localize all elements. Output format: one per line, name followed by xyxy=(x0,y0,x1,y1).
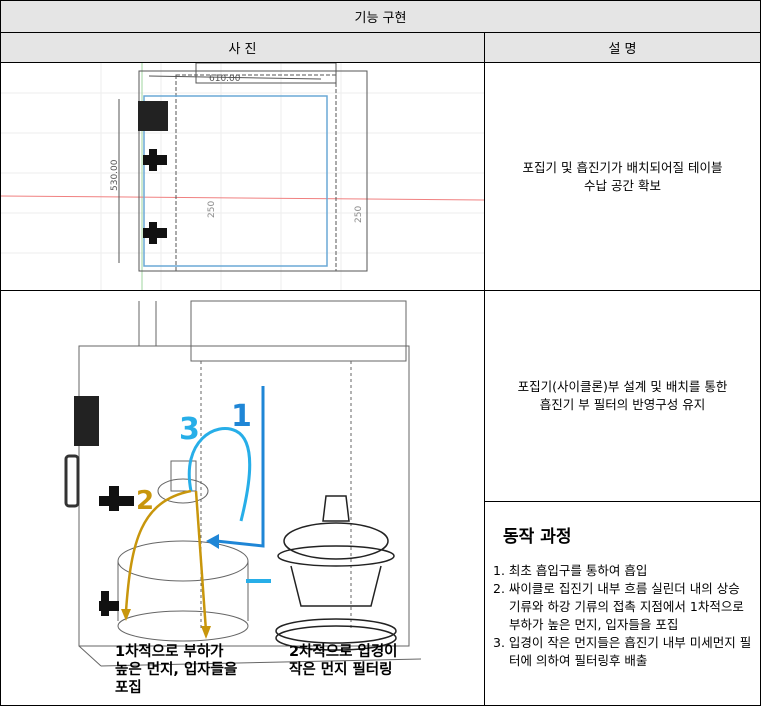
process-step: 3. 입경이 작은 먼지들은 흡진기 내부 미세먼지 필터에 의하여 필터링후 … xyxy=(493,635,752,668)
process-step: 1. 최초 흡입구를 통하여 흡입 xyxy=(493,563,648,578)
column-header-description: 설 명 xyxy=(484,32,761,63)
dim-inner-2: 250 xyxy=(354,206,364,223)
cad-drawing-table: 610.00 530.00 250 250 xyxy=(1,63,484,290)
flow-label-3: 3 xyxy=(179,412,200,447)
process-step: 2. 싸이클로 집진기 내부 흐름 실린더 내의 상승기류와 하강 기류의 접촉… xyxy=(493,581,744,632)
description-text: 흡진기 부 필터의 반영구성 유지 xyxy=(539,397,706,412)
dim-height: 530.00 xyxy=(110,159,120,191)
description-text: 포집기 및 흡진기가 배치되어질 테이블 xyxy=(522,159,723,175)
dim-width: 610.00 xyxy=(209,74,241,84)
cad-drawing-cyclone: 1 3 2 xyxy=(64,300,422,667)
column-header-photo: 사 진 xyxy=(0,32,485,63)
dim-inner-1: 250 xyxy=(207,201,217,218)
flow-label-1: 1 xyxy=(231,399,252,434)
flow-label-2: 2 xyxy=(136,486,154,516)
process-steps: 1. 최초 흡입구를 통하여 흡입 2. 싸이클로 집진기 내부 흐름 실린더 … xyxy=(493,562,759,670)
process-title: 동작 과정 xyxy=(503,527,572,547)
photo-cell-table-storage: 610.00 530.00 250 250 xyxy=(0,62,485,291)
process-cell: 동작 과정 1. 최초 흡입구를 통하여 흡입 2. 싸이클로 집진기 내부 흐… xyxy=(484,501,761,706)
description-text: 포집기(사이클론)부 설계 및 배치를 통한 xyxy=(517,379,728,394)
table-title: 기능 구현 xyxy=(0,0,761,33)
description-text: 수납 공간 확보 xyxy=(584,177,661,193)
